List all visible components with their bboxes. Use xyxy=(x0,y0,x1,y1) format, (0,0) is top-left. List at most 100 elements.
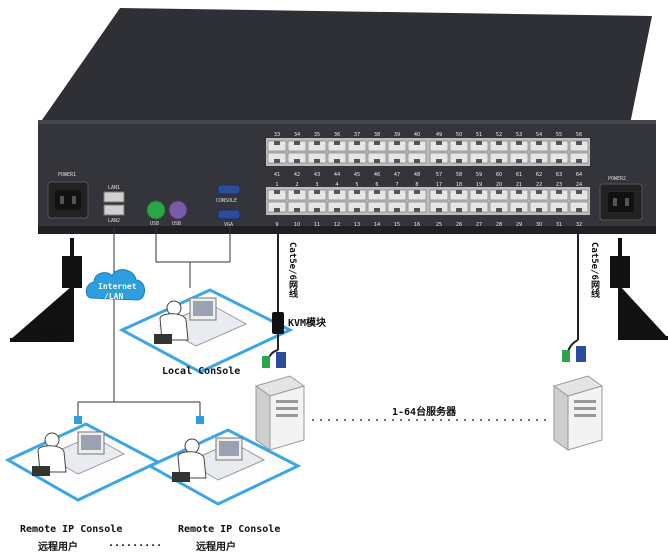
port-number-label: 7 xyxy=(395,182,398,188)
console-port xyxy=(217,184,241,195)
rj45-port-latch xyxy=(274,208,280,212)
rj45-port-latch xyxy=(274,141,280,145)
port-number-label: 60 xyxy=(496,172,502,178)
port-number-label: 44 xyxy=(334,172,340,178)
port-number-label: 48 xyxy=(414,172,420,178)
port-number-label: 29 xyxy=(516,222,522,228)
port-number-label: 42 xyxy=(294,172,300,178)
rj45-port-latch xyxy=(456,159,462,163)
port-number-label: 1 xyxy=(275,182,278,188)
rj45-port-latch xyxy=(334,141,340,145)
port-number-label: 57 xyxy=(436,172,442,178)
rj45-port-latch xyxy=(576,208,582,212)
remote-console-2-label: Remote IP Console xyxy=(178,524,281,535)
server-tower-left xyxy=(254,375,306,451)
port-number-label: 15 xyxy=(394,222,400,228)
rj45-port-latch xyxy=(536,190,542,194)
port-number-label: 26 xyxy=(456,222,462,228)
rj45-port-latch xyxy=(476,208,482,212)
kvm-module-label: KVM模块 xyxy=(288,318,327,329)
rj45-port-latch xyxy=(314,141,320,145)
port-number-label: 2 xyxy=(295,182,298,188)
port-number-label: 52 xyxy=(496,132,502,138)
rj45-port-latch xyxy=(576,141,582,145)
port-number-label: 53 xyxy=(516,132,522,138)
rj45-port-latch xyxy=(334,208,340,212)
port-number-label: 30 xyxy=(536,222,542,228)
port-number-label: 59 xyxy=(476,172,482,178)
rj45-port-latch xyxy=(394,159,400,163)
rj45-port-latch xyxy=(476,159,482,163)
lan-port-1 xyxy=(103,191,125,203)
chassis-rear-panel xyxy=(38,120,656,232)
port-number-label: 63 xyxy=(556,172,562,178)
server-tower-right xyxy=(552,375,604,451)
lan-port-2 xyxy=(103,204,125,216)
rj45-port-latch xyxy=(476,190,482,194)
rj45-port-latch xyxy=(314,159,320,163)
port-number-label: 33 xyxy=(274,132,280,138)
rj45-port-latch xyxy=(516,208,522,212)
port-number-label: 31 xyxy=(556,222,562,228)
port-number-label: 49 xyxy=(436,132,442,138)
port-number-label: 58 xyxy=(456,172,462,178)
cable-label-left: Cat5e/6网线 xyxy=(287,242,297,298)
rj45-port-latch xyxy=(456,208,462,212)
port-number-label: 24 xyxy=(576,182,582,188)
rj45-port-latch xyxy=(374,141,380,145)
rj45-port-latch xyxy=(394,208,400,212)
port-number-label: 56 xyxy=(576,132,582,138)
usb-label-2: USB xyxy=(172,221,182,227)
rj45-port-latch xyxy=(516,141,522,145)
port-number-label: 14 xyxy=(374,222,380,228)
port-number-label: 5 xyxy=(355,182,358,188)
port-number-label: 8 xyxy=(415,182,418,188)
lan-label: /LAN xyxy=(104,292,124,301)
port-number-label: 50 xyxy=(456,132,462,138)
rj45-port-latch xyxy=(436,159,442,163)
port-number-label: 10 xyxy=(294,222,300,228)
internet-label: Internet xyxy=(98,282,137,291)
port-number-label: 36 xyxy=(334,132,340,138)
port-number-label: 43 xyxy=(314,172,320,178)
port-number-label: 22 xyxy=(536,182,542,188)
port-number-label: 11 xyxy=(314,222,320,228)
port-number-label: 13 xyxy=(354,222,360,228)
rj45-port-latch xyxy=(414,190,420,194)
port-number-label: 25 xyxy=(436,222,442,228)
rj45-port-latch xyxy=(354,141,360,145)
rj45-port-latch xyxy=(334,159,340,163)
rj45-port-latch xyxy=(394,141,400,145)
rj45-port-latch xyxy=(456,141,462,145)
port-number-label: 34 xyxy=(294,132,300,138)
rj45-port-latch xyxy=(476,141,482,145)
power-left-label: POWER1 xyxy=(58,172,77,178)
rj45-port-latch xyxy=(294,159,300,163)
port-number-label: 3 xyxy=(315,182,318,188)
rj45-port-latch xyxy=(354,159,360,163)
rj45-port-latch xyxy=(536,159,542,163)
port-number-label: 47 xyxy=(394,172,400,178)
ps2-port-purple xyxy=(168,200,188,220)
rj45-port-latch xyxy=(556,190,562,194)
remote-user-1-label: 远程用户 xyxy=(38,542,78,553)
rj45-port-latch xyxy=(354,208,360,212)
port-number-label: 16 xyxy=(414,222,420,228)
port-number-label: 19 xyxy=(476,182,482,188)
port-number-label: 61 xyxy=(516,172,522,178)
rj45-port-latch xyxy=(414,208,420,212)
port-number-label: 40 xyxy=(414,132,420,138)
lan1-label: LAN1 xyxy=(108,185,121,191)
power-right-label: POWER2 xyxy=(608,176,627,182)
kvm-module xyxy=(272,312,284,334)
rj45-port-latch xyxy=(374,208,380,212)
rj45-port-latch xyxy=(374,159,380,163)
rj45-port-latch xyxy=(374,190,380,194)
port-number-label: 12 xyxy=(334,222,340,228)
port-number-label: 55 xyxy=(556,132,562,138)
remote-user-2-label: 远程用户 xyxy=(196,542,236,553)
servers-label: 1-64台服务器 xyxy=(392,407,457,418)
rj45-port-latch xyxy=(294,190,300,194)
rj45-port-latch xyxy=(274,190,280,194)
power-cord-left xyxy=(10,238,82,342)
